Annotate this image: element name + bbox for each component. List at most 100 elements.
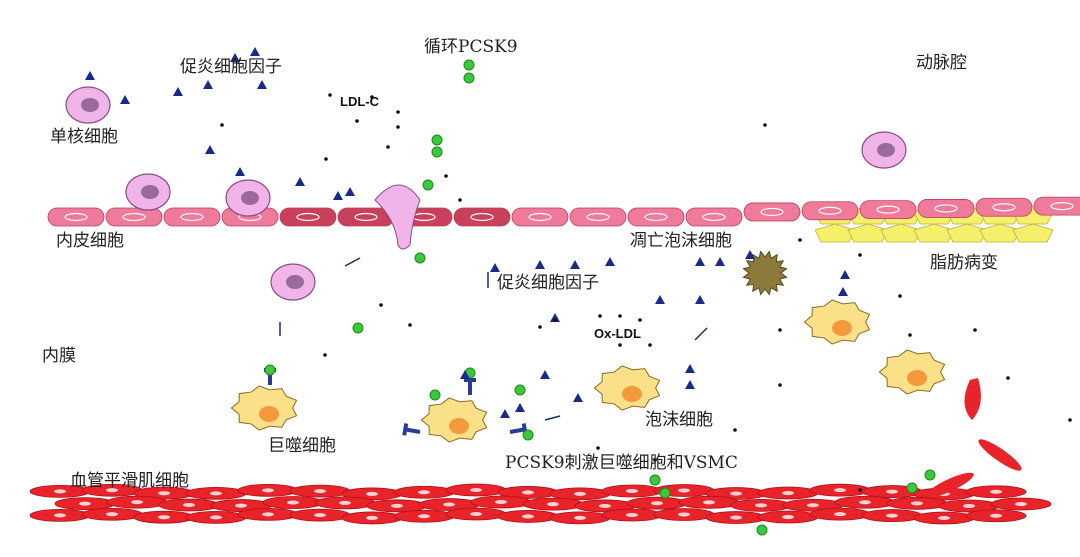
macrophage-nucleus [259, 406, 279, 422]
ldl-particle [858, 253, 862, 257]
endothelial-nucleus [354, 212, 378, 222]
ldl-particle [538, 325, 542, 329]
ldl-particle [598, 314, 602, 318]
endothelial-nucleus [122, 212, 146, 222]
macrophage-nucleus [832, 320, 852, 336]
vsmc-nucleus [183, 502, 195, 507]
apoptotic-foam-cell [742, 250, 788, 296]
lipid-droplet [913, 223, 955, 243]
ldl-particle [778, 383, 782, 387]
cytokine-triangle [515, 403, 525, 412]
endothelial-cell [975, 197, 1033, 217]
endothelial-nucleus [760, 207, 784, 217]
cytokine-triangle [295, 177, 305, 186]
ldl-particle [355, 119, 359, 123]
ldl-particle [323, 353, 327, 357]
pcsk9-particle [422, 179, 434, 191]
vsmc-nucleus [470, 512, 482, 517]
cytokine-triangle [500, 409, 510, 418]
vsmc-nucleus [106, 512, 118, 517]
monocyte-nucleus [141, 185, 159, 199]
ldl-particle [763, 123, 767, 127]
monocyte-nucleus [241, 191, 259, 205]
cytokine-triangle [490, 263, 500, 272]
arrow-icon [694, 327, 708, 341]
ldl-particle [324, 157, 328, 161]
cytokine-triangle [250, 47, 260, 56]
label-fatty-lesion: 脂肪病变 [930, 253, 998, 273]
vsmc-nucleus [79, 501, 91, 506]
vsmc-nucleus [522, 490, 534, 495]
ldl-particle [898, 294, 902, 298]
endothelial-nucleus [876, 205, 900, 214]
cytokine-triangle [840, 270, 850, 279]
vsmc-nucleus [599, 503, 611, 508]
cytokine-triangle [695, 295, 705, 304]
vsmc-nucleus [443, 502, 455, 507]
vsmc-nucleus [262, 512, 274, 517]
endothelial-cell [453, 207, 511, 227]
endothelial-cell [859, 200, 917, 220]
ldl-receptor [402, 423, 421, 436]
ldl-particle [408, 323, 412, 327]
vsmc-nucleus [470, 488, 482, 493]
vsmc-nucleus [963, 503, 975, 508]
endothelial-nucleus [528, 212, 552, 222]
label-ldl-c: LDL-C [340, 94, 380, 109]
pcsk9-particle [906, 482, 918, 494]
ldl-receptor [464, 378, 476, 395]
vsmc-nucleus [366, 491, 378, 496]
vsmc-nucleus [314, 513, 326, 518]
ldl-particle [638, 318, 642, 322]
endothelial-nucleus [64, 212, 88, 222]
ldl-particle [553, 318, 557, 322]
vsmc-nucleus [262, 488, 274, 493]
cytokine-triangle [535, 260, 545, 269]
endothelial-cell [511, 207, 569, 227]
vsmc-nucleus [782, 515, 794, 520]
cells [65, 86, 946, 443]
endothelial-nucleus [818, 206, 842, 215]
label-macrophage: 巨噬细胞 [268, 436, 336, 456]
vsmc-nucleus [678, 488, 690, 493]
vsmc-layer [29, 378, 1052, 525]
label-ox-ldl: Ox-LDL [594, 326, 641, 341]
migrating-vsmc [964, 378, 981, 420]
vsmc-nucleus [782, 491, 794, 496]
vsmc-nucleus [54, 489, 66, 494]
label-apoptotic-foam-cell: 凋亡泡沫细胞 [630, 231, 732, 251]
label-circulating-pcsk9: 循环PCSK9 [424, 37, 518, 57]
ldl-particle [386, 145, 390, 149]
ldl-particle [396, 110, 400, 114]
lipid-droplet [880, 223, 922, 243]
ldl-particle [798, 238, 802, 242]
pcsk9-particle [414, 252, 426, 264]
cytokine-triangle [460, 370, 470, 379]
label-intima: 内膜 [42, 346, 76, 366]
vsmc-nucleus [366, 515, 378, 520]
label-pcsk9-stimulates: PCSK9刺激巨噬细胞和VSMC [505, 453, 738, 473]
cytokine-triangle [550, 313, 560, 322]
cytokine-triangle [838, 287, 848, 296]
ldl-particle [596, 446, 600, 450]
cytokine-triangle [235, 167, 245, 176]
vsmc-nucleus [210, 515, 222, 520]
vsmc-nucleus [730, 515, 742, 520]
cytokine-triangle [695, 257, 705, 266]
endothelial-cell [743, 202, 801, 222]
vsmc-nucleus [522, 514, 534, 519]
vsmc-nucleus [106, 488, 118, 493]
vsmc-nucleus [287, 500, 299, 505]
cytokine-triangle [203, 80, 213, 89]
vsmc-nucleus [235, 503, 247, 508]
label-foam-cell: 泡沫细胞 [645, 410, 713, 430]
pcsk9-particle [514, 384, 526, 396]
lipid-droplet [814, 223, 856, 243]
label-cytokines-mid: 促炎细胞因子 [497, 273, 599, 293]
endothelial-cell [685, 207, 743, 227]
vsmc-nucleus [1015, 502, 1027, 507]
vsmc-nucleus [158, 491, 170, 496]
particles [85, 47, 1072, 536]
ldl-particle [733, 428, 737, 432]
